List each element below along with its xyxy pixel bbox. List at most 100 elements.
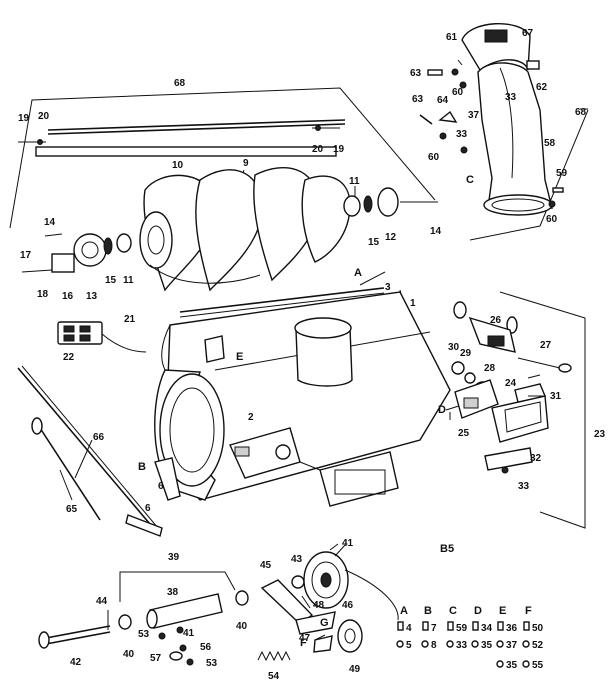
callout-54: 54	[268, 671, 280, 682]
chute-crank-assembly	[451, 301, 572, 474]
callout-66: 66	[93, 432, 105, 443]
callout-44: 44	[96, 596, 108, 607]
hw-b-2: 8	[431, 640, 437, 651]
callout-33-b: 33	[456, 129, 468, 140]
callout-29: 29	[460, 348, 472, 359]
callout-20-a: 20	[38, 111, 50, 122]
callout-57: 57	[150, 653, 162, 664]
wiring-kit	[57, 321, 147, 353]
callout-67: 67	[522, 28, 534, 39]
callout-2: 2	[248, 412, 254, 423]
callout-e-housing: E	[236, 351, 243, 363]
drive-assembly	[38, 544, 399, 666]
callout-15-a: 15	[368, 237, 380, 248]
callout-33-a: 33	[505, 92, 517, 103]
callout-18: 18	[37, 289, 49, 300]
callout-56: 56	[200, 642, 212, 653]
hw-header-f: F	[525, 605, 532, 617]
hw-f-1: 50	[532, 623, 544, 634]
callout-37: 37	[468, 110, 480, 121]
hw-d-2: 35	[481, 640, 493, 651]
callout-20-b: 20	[312, 144, 324, 155]
hw-header-a: A	[400, 605, 408, 617]
callout-21: 21	[124, 314, 136, 325]
hw-e-1: 36	[506, 623, 518, 634]
hw-d-1: 34	[481, 623, 493, 634]
callout-27: 27	[540, 340, 552, 351]
callout-40-b: 40	[123, 649, 135, 660]
callout-64: 64	[437, 95, 449, 106]
hardware-icons	[396, 621, 530, 668]
callout-46: 46	[342, 600, 354, 611]
control-rods	[17, 365, 163, 537]
callout-3: 3	[385, 282, 391, 293]
hw-header-b: B	[424, 605, 432, 617]
callout-11-b: 11	[123, 275, 134, 286]
callout-49: 49	[349, 664, 361, 675]
callout-38: 38	[167, 587, 179, 598]
auger-assembly	[18, 119, 438, 292]
callout-22: 22	[63, 352, 75, 363]
callout-6-b: 6	[145, 503, 151, 514]
callout-60-c: 60	[546, 214, 558, 225]
hw-header-c: C	[449, 605, 457, 617]
callout-c: C	[466, 174, 474, 186]
callout-40-a: 40	[236, 621, 248, 632]
hardware-table: A B C D E F 4 7 59 34 36 50 5 8 33 35 37…	[396, 605, 544, 671]
callout-41-a: 41	[183, 628, 195, 639]
callout-15-b: 15	[105, 275, 117, 286]
callout-60-a: 60	[452, 87, 464, 98]
callout-39: 39	[168, 552, 180, 563]
hw-a-1: 4	[406, 623, 412, 634]
callout-65: 65	[66, 504, 78, 515]
callout-63-a: 63	[410, 68, 422, 79]
callout-48: 48	[313, 600, 325, 611]
callout-47: 47	[299, 633, 311, 644]
callout-g: G	[320, 617, 329, 629]
callout-41-b: 41	[342, 538, 354, 549]
hw-f-3: 55	[532, 660, 544, 671]
callout-68-right: 68	[575, 107, 587, 118]
callout-f: F	[300, 637, 307, 649]
callout-6-a: 6	[158, 481, 164, 492]
callout-60-b: 60	[428, 152, 440, 163]
cross-rod	[179, 287, 385, 318]
callout-62: 62	[536, 82, 548, 93]
hw-a-2: 5	[406, 640, 412, 651]
callout-17: 17	[20, 250, 32, 261]
callout-33-c: 33	[518, 481, 530, 492]
callout-53-a: 53	[138, 629, 150, 640]
callout-61: 61	[446, 32, 458, 43]
callout-58: 58	[544, 138, 556, 149]
hw-c-1: 59	[456, 623, 468, 634]
callout-23: 23	[594, 429, 606, 440]
callout-1: 1	[410, 298, 416, 309]
callout-d: D	[438, 404, 446, 416]
callout-11-a: 11	[349, 176, 360, 187]
callout-63-b: 63	[412, 94, 424, 105]
auger-housing	[154, 291, 451, 507]
hw-header-e: E	[499, 605, 506, 617]
hw-b-1: 7	[431, 623, 437, 634]
callout-labels: 61 67 68 63 60 62 33 68 63 64 37 33 58 6…	[18, 28, 606, 682]
hw-e-2: 37	[506, 640, 518, 651]
callout-9: 9	[243, 158, 249, 169]
callout-43: 43	[291, 554, 303, 565]
callout-10: 10	[172, 160, 184, 171]
callout-19-b: 19	[333, 144, 345, 155]
callout-16: 16	[62, 291, 74, 302]
callout-31: 31	[550, 391, 562, 402]
callout-32: 32	[530, 453, 542, 464]
hw-header-d: D	[474, 605, 482, 617]
callout-28: 28	[484, 363, 496, 374]
callout-30: 30	[448, 342, 460, 353]
hw-e-3: 35	[506, 660, 518, 671]
callout-45: 45	[260, 560, 272, 571]
callout-b: B	[138, 461, 146, 473]
callout-26: 26	[490, 315, 502, 326]
callout-59: 59	[556, 168, 568, 179]
callout-14-a: 14	[430, 226, 442, 237]
callout-53-b: 53	[206, 658, 218, 669]
